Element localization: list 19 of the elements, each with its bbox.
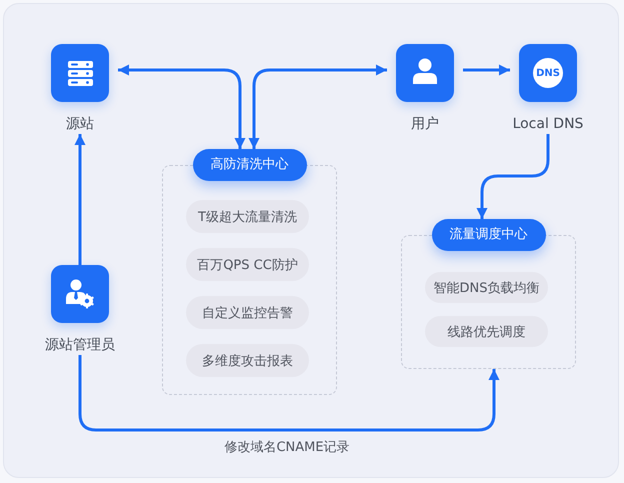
node-label: Local DNS [512,115,584,134]
feature-item: 百万QPS CC防护 [186,248,309,281]
group-heading: 流量调度中心 [432,219,546,251]
dns-label: DNS [533,58,563,88]
node-label: 源站 [66,115,94,134]
feature-item: 智能DNS负载均衡 [425,272,548,303]
arrow [463,64,510,76]
double-arrow [118,64,246,149]
double-arrow [248,64,387,149]
arrow [476,134,550,219]
feature-item: 线路优先调度 [425,316,548,347]
node-label: 用户 [411,115,439,134]
arrow [74,134,86,265]
arrow [78,355,500,432]
feature-item: 多维度攻击报表 [186,344,309,377]
group-heading: 高防清洗中心 [192,149,306,181]
feature-item: 自定义监控告警 [186,296,309,329]
feature-item: T级超大流量清洗 [186,200,309,233]
node-label: 源站管理员 [45,336,115,355]
